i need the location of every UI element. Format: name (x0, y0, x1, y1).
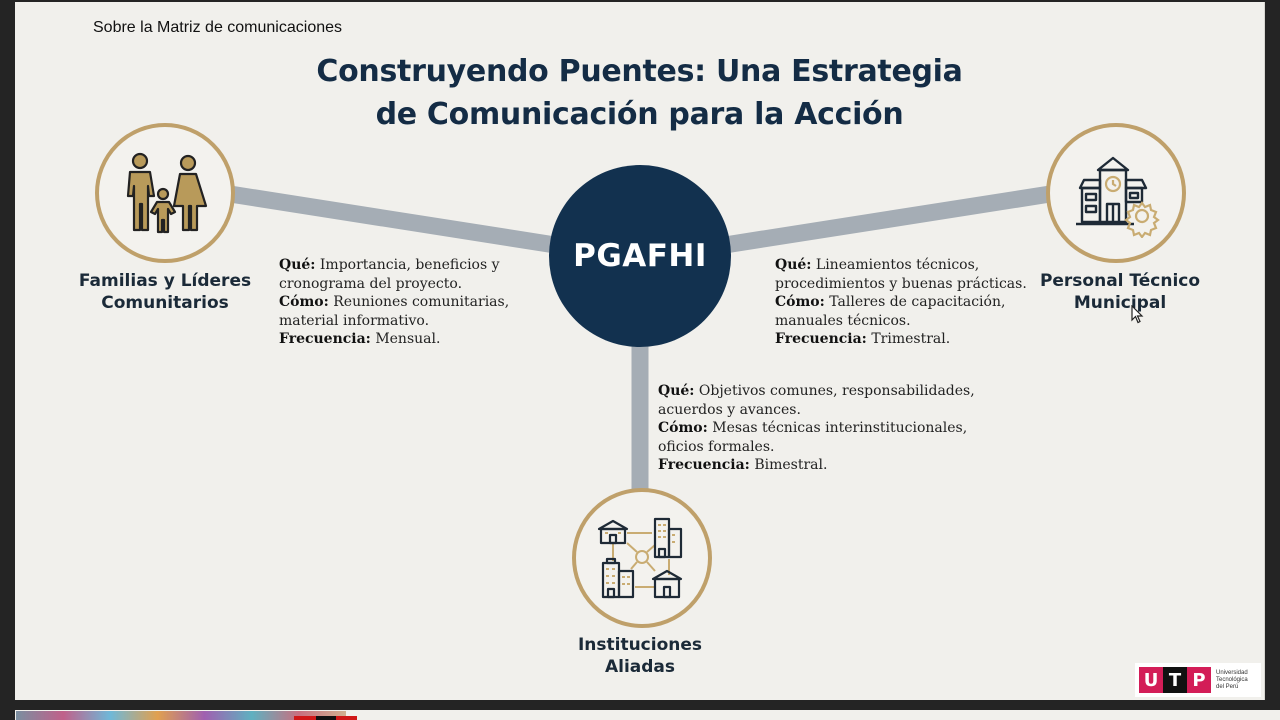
como-text-cont: oficios formales. (658, 438, 775, 455)
frecuencia-value: Bimestral. (754, 457, 828, 473)
que-label: Qué: (279, 257, 316, 273)
logo-letter-u: U (1139, 667, 1163, 693)
que-text-cont: cronograma del proyecto. (279, 275, 463, 292)
como-text-cont: material informativo. (279, 312, 430, 329)
como-text: Talleres de capacitación, (829, 294, 1006, 310)
node-familias-circle (95, 123, 235, 263)
frecuencia-label: Frecuencia: (775, 331, 867, 347)
connector-personal (723, 185, 1052, 254)
municipal-building-gear-icon (1076, 156, 1160, 238)
como-text-cont: manuales técnicos. (775, 312, 911, 329)
que-text: Objetivos comunes, responsabilidades, (698, 383, 975, 399)
frecuencia-label: Frecuencia: (658, 457, 750, 473)
logo-text-line3: del Perú (1216, 683, 1239, 690)
node-personal-label-line2: Municipal (1073, 293, 1167, 313)
frecuencia-value: Mensual. (375, 331, 441, 347)
node-familias-label-line2: Comunitarios (101, 293, 229, 313)
logo-letter-p: P (1187, 667, 1211, 693)
que-label: Qué: (658, 383, 695, 399)
node-familias-description: Qué: Importancia, beneficios y cronogram… (279, 256, 509, 349)
node-instituciones-description: Qué: Objetivos comunes, responsabilidade… (658, 382, 975, 475)
hub-pgafhi: PGAFHI (549, 165, 731, 347)
utp-logo: U T P Universidad Tecnológica del Perú (1135, 663, 1261, 697)
node-personal-circle (1046, 123, 1186, 263)
family-icon (126, 152, 208, 234)
mouse-cursor-icon (1131, 305, 1144, 324)
node-personal-label-line1: Personal Técnico (1039, 271, 1201, 291)
node-instituciones-label-line2: Aliadas (604, 657, 676, 677)
node-personal-description: Qué: Lineamientos técnicos, procedimient… (775, 256, 1027, 349)
frecuencia-value: Trimestral. (871, 331, 951, 347)
logo-text: Universidad Tecnológica del Perú (1216, 670, 1248, 691)
node-familias-label-line1: Familias y Líderes (78, 271, 252, 291)
connector-lines (228, 185, 1052, 492)
como-text: Reuniones comunitarias, (333, 294, 510, 310)
que-text-cont: acuerdos y avances. (658, 401, 801, 418)
thumbnail-black-bar (316, 716, 336, 720)
title-line-2: de Comunicación para la Acción (375, 97, 904, 132)
video-thumbnail[interactable] (16, 711, 346, 720)
que-text-cont: procedimientos y buenas prácticas. (775, 275, 1027, 292)
connector-familias (228, 185, 557, 254)
slide: Sobre la Matriz de comunicaciones Constr… (15, 2, 1265, 700)
logo-text-line1: Universidad (1216, 669, 1248, 676)
hub-label: PGAFHI (573, 238, 707, 274)
logo-text-line2: Tecnológica (1216, 676, 1248, 683)
node-personal-label: Personal Técnico Municipal (1020, 270, 1220, 314)
que-text: Lineamientos técnicos, (815, 257, 980, 273)
como-text: Mesas técnicas interinstitucionales, (712, 420, 968, 436)
logo-letter-t: T (1163, 667, 1187, 693)
node-instituciones-label: Instituciones Aliadas (540, 634, 740, 678)
title-line-1: Construyendo Puentes: Una Estrategia (316, 54, 963, 89)
como-label: Cómo: (658, 420, 708, 436)
slide-header-text: Sobre la Matriz de comunicaciones (93, 19, 343, 36)
frecuencia-label: Frecuencia: (279, 331, 371, 347)
node-instituciones-label-line1: Instituciones (577, 635, 703, 655)
que-text: Importancia, beneficios y (319, 257, 500, 273)
next-slide-strip (15, 710, 1280, 720)
como-label: Cómo: (775, 294, 825, 310)
institutions-network-icon (597, 517, 683, 599)
que-label: Qué: (775, 257, 812, 273)
node-familias-label: Familias y Líderes Comunitarios (65, 270, 265, 314)
node-instituciones-circle (572, 488, 712, 628)
como-label: Cómo: (279, 294, 329, 310)
slide-title: Construyendo Puentes: Una Estrategia de … (15, 50, 1264, 136)
